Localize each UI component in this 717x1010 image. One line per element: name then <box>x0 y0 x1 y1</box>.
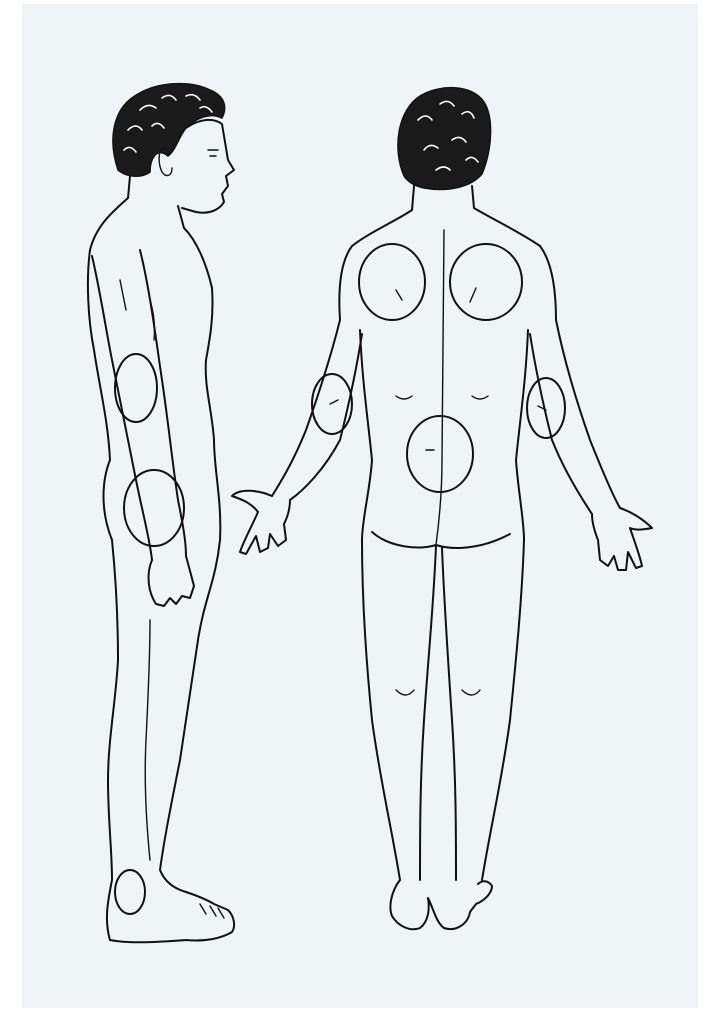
back-hair <box>398 88 491 190</box>
diagram-panel <box>22 4 698 1008</box>
body-diagram <box>22 4 698 1008</box>
